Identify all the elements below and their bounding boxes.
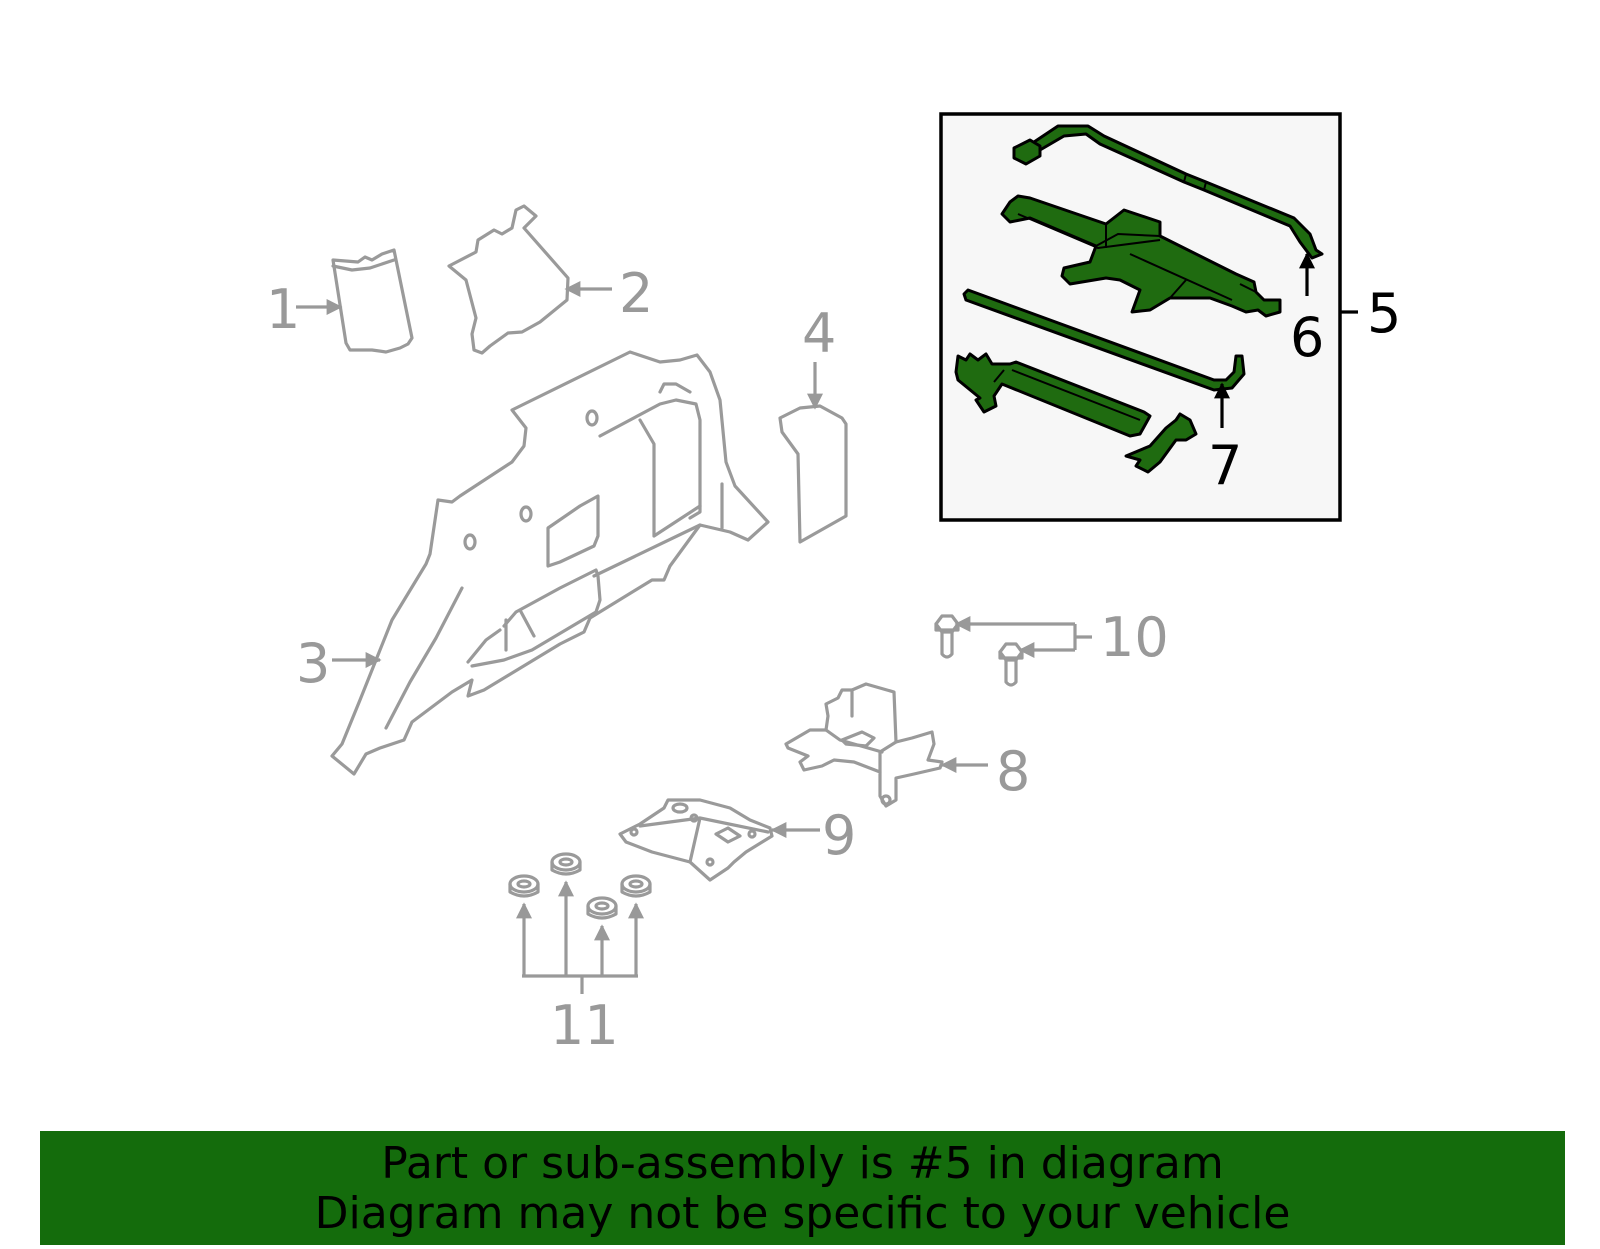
part-3-quarter-panel-trim[interactable] xyxy=(330,350,770,776)
callout-7[interactable]: 7 xyxy=(1208,434,1242,497)
part-4-trim-piece[interactable] xyxy=(778,404,848,544)
callout-8[interactable]: 8 xyxy=(996,740,1030,803)
jack-kit-inset xyxy=(939,112,1342,522)
part-11-clip-c[interactable] xyxy=(586,896,618,920)
part-5-tool-tray[interactable] xyxy=(954,352,1198,474)
callout-2[interactable]: 2 xyxy=(619,262,653,325)
part-11-clip-b[interactable] xyxy=(550,852,582,876)
part-1-trim-panel[interactable] xyxy=(331,248,414,354)
leader-10 xyxy=(954,616,1092,658)
leader-11 xyxy=(516,880,644,994)
part-9-mounting-plate[interactable] xyxy=(618,798,774,882)
part-7-extension-rod[interactable] xyxy=(962,288,1246,392)
callout-10[interactable]: 10 xyxy=(1100,606,1169,669)
banner-line-1: Part or sub-assembly is #5 in diagram xyxy=(381,1138,1224,1189)
callout-4[interactable]: 4 xyxy=(802,302,836,365)
part-10-bolt-upper[interactable] xyxy=(934,614,960,659)
callout-11[interactable]: 11 xyxy=(550,994,619,1057)
part-11-clip-a[interactable] xyxy=(508,874,540,898)
part-2-quarter-trim[interactable] xyxy=(447,204,570,355)
callout-6[interactable]: 6 xyxy=(1290,306,1324,369)
parts-diagram: 1 2 3 4 xyxy=(266,112,1401,1057)
disclaimer-banner: Part or sub-assembly is #5 in diagram Di… xyxy=(40,1131,1565,1245)
callout-9[interactable]: 9 xyxy=(822,804,856,867)
callout-5[interactable]: 5 xyxy=(1367,282,1401,345)
banner-line-2: Diagram may not be specific to your vehi… xyxy=(314,1188,1291,1239)
part-11-clip-d[interactable] xyxy=(620,874,652,898)
part-10-bolt-lower[interactable] xyxy=(998,642,1024,687)
part-5-scissor-jack[interactable] xyxy=(1000,194,1282,318)
part-8-bracket[interactable] xyxy=(784,682,944,808)
part-6-jack-handle[interactable] xyxy=(1012,124,1324,260)
callout-1[interactable]: 1 xyxy=(266,278,300,341)
callout-3[interactable]: 3 xyxy=(296,632,330,695)
